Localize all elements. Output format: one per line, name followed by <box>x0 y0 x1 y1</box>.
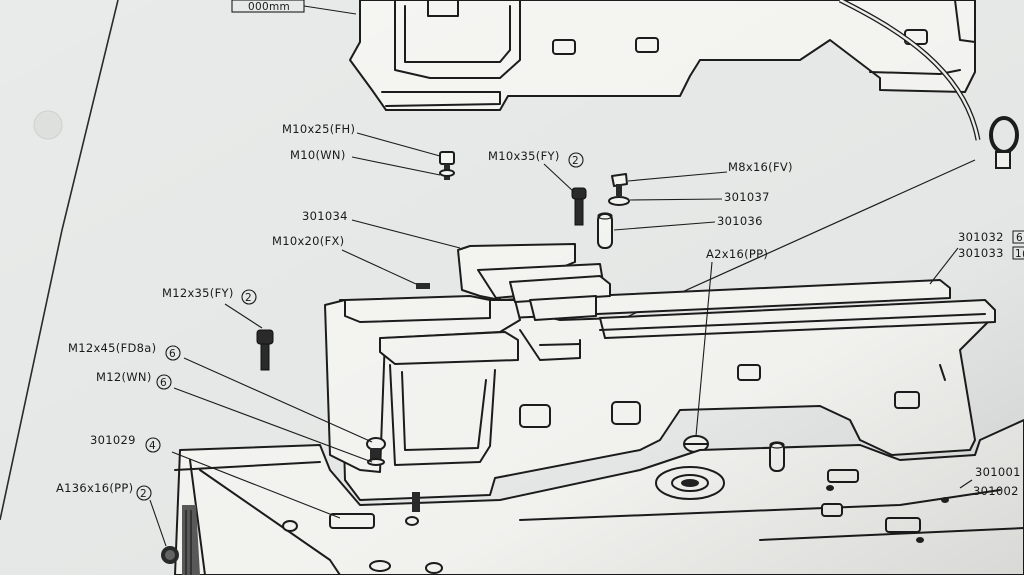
fastener-m10x25 <box>439 151 455 180</box>
callout-m12x35-badge: 2 <box>245 292 252 304</box>
callout-m12x45-badge: 6 <box>169 348 176 360</box>
callout-m12wn: M12(WN) <box>96 370 152 384</box>
callout-301036: 301036 <box>717 214 763 228</box>
callout-301033-qty: 1( <box>1015 248 1024 260</box>
callout-301033: 301033 <box>958 246 1004 260</box>
callout-m12x45: M12x45(FD8a) <box>68 341 156 355</box>
callout-m10x35: M10x35(FY) <box>488 149 560 163</box>
fastener-m10x35 <box>571 187 587 226</box>
callout-m8x16: M8x16(FV) <box>728 160 793 174</box>
callout-301032: 301032 <box>958 230 1004 244</box>
screw-m10x20 <box>416 283 430 289</box>
callout-301029-badge: 4 <box>149 440 156 452</box>
punch-hole <box>33 110 63 140</box>
pin-301036 <box>597 212 613 249</box>
callout-m10x25: M10x25(FH) <box>282 122 355 136</box>
callout-301034: 301034 <box>302 209 348 223</box>
callout-301001: 301001 <box>975 465 1021 479</box>
callout-301032-qty: 6 <box>1016 232 1023 244</box>
callout-301029: 301029 <box>90 433 136 447</box>
callout-m12wn-badge: 6 <box>160 377 167 389</box>
callout-a136x16: A136x16(PP) <box>56 481 133 495</box>
upper-bed-assembly <box>231 0 976 111</box>
callout-m12x35: M12x35(FY) <box>162 286 234 300</box>
washer-301037 <box>608 196 630 206</box>
callout-m10x35-badge: 2 <box>572 155 579 167</box>
screw-m12x35 <box>256 329 274 371</box>
callout-a136x16-badge: 2 <box>140 488 147 500</box>
callout-a2x16: A2x16(PP) <box>706 247 768 261</box>
callout-301037: 301037 <box>724 190 770 204</box>
callout-m10x20: M10x20(FX) <box>272 234 344 248</box>
callout-301002: 301002 <box>973 484 1019 498</box>
callout-m10wn: M10(WN) <box>290 148 346 162</box>
fastener-m8x16 <box>611 173 628 196</box>
scale-label: 000mm <box>248 1 290 13</box>
lifting-eye-bolt <box>989 116 1019 169</box>
